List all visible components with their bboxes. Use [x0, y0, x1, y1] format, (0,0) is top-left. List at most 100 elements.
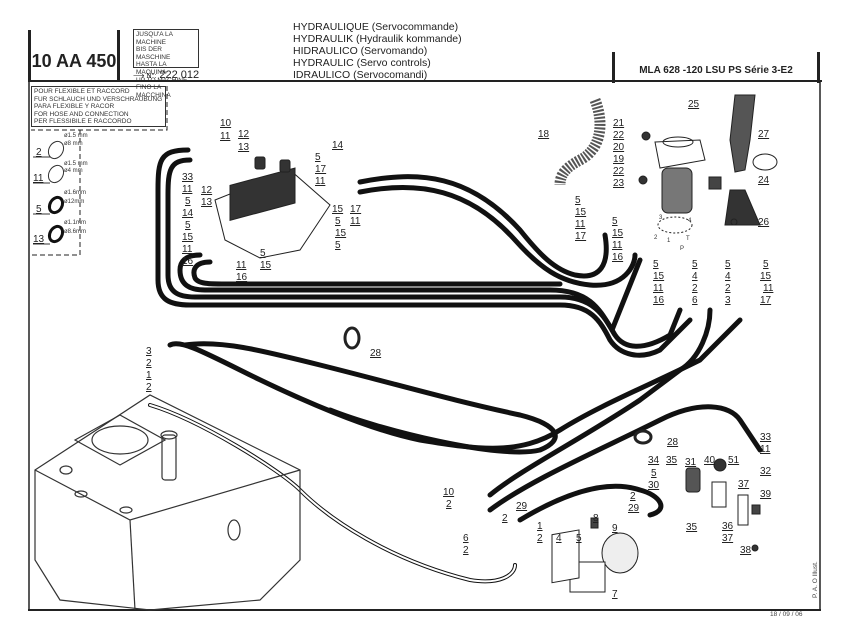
port-label: 4 [688, 218, 692, 224]
seal-ref: 13 [33, 234, 45, 245]
part-callout: 4 [556, 533, 562, 544]
part-callout: 4 [692, 271, 698, 282]
part-callout: 28 [667, 437, 679, 448]
part-callout: 26 [758, 217, 770, 228]
hydraulic-hose [357, 174, 609, 279]
seal-2: 2 ø1.5 mm ø8 mm [33, 133, 88, 160]
part-callout: 11 [612, 240, 623, 251]
part-callout: 11 [182, 244, 193, 255]
part-callout: 36 [722, 521, 734, 532]
part-callout: 23 [613, 178, 625, 189]
part-callout: 5 [651, 468, 657, 479]
part-callout: 40 [704, 455, 716, 466]
part-callout: 2 [146, 382, 152, 393]
hydraulic-hose [148, 403, 517, 584]
part-callout: 37 [722, 533, 734, 544]
part-callout: 15 [335, 228, 347, 239]
part-callout: 18 [538, 129, 550, 140]
part-callout: 1 [146, 370, 152, 381]
port-label: T [686, 236, 690, 242]
part-callout: 2 [692, 283, 698, 294]
reference-text: 10 AA 450 [31, 50, 117, 71]
part-callout: 15 [760, 271, 772, 282]
port-label: 1 [667, 238, 671, 244]
part-callout: 5 [725, 259, 731, 270]
seal-diameter: ø4 mm [64, 168, 83, 174]
part-callout: 12 [238, 129, 250, 140]
part-callout: 5 [260, 248, 266, 259]
part-callout: 11 [653, 283, 664, 294]
title-es: HIDRAULICO (Servomando) [293, 45, 428, 58]
hydraulic-hose [155, 147, 693, 358]
bracket-parts [685, 458, 761, 552]
title-fr: HYDRAULIQUE (Servocommande) [293, 21, 459, 33]
hydraulic-tank [34, 394, 301, 611]
part-callout: 15 [182, 232, 194, 243]
illustration-credit: P. A. O Illust. [812, 561, 819, 598]
machine-limit-es: HASTA LA MAQUINA [136, 61, 167, 76]
part-callout: 28 [370, 348, 382, 359]
part-callout: 5 [185, 220, 191, 231]
protective-sleeve [554, 97, 606, 186]
part-callout: 25 [688, 99, 700, 110]
part-callout: 11 [350, 216, 361, 227]
seal-13: 13 ø1.1mm ø8.6mm [33, 220, 86, 245]
part-callout: 21 [613, 118, 625, 129]
part-callout: 14 [332, 140, 344, 151]
port-label: P [680, 246, 684, 252]
part-callout: 33 [182, 172, 194, 183]
seal-5: 5 ø1.6mm ø12mm [33, 190, 86, 215]
part-callout: 6 [463, 533, 469, 544]
part-callout: 19 [613, 154, 625, 165]
part-callout: 5 [185, 196, 191, 207]
part-callout: 30 [648, 480, 660, 491]
hose-clamps [343, 326, 653, 445]
title-en: HYDRAULIC (Servo controls) [293, 57, 431, 70]
port-label: 2 [654, 235, 658, 241]
seal-diameter: ø8 mm [64, 141, 83, 147]
part-callout: 2 [463, 545, 469, 556]
part-callout: 15 [332, 204, 344, 215]
part-callout: 51 [728, 455, 740, 466]
part-callout: 11 [236, 260, 247, 271]
part-callout: 29 [628, 503, 640, 514]
part-callout: 11 [763, 283, 774, 294]
part-callout: 39 [760, 489, 772, 500]
part-callout: 5 [335, 240, 341, 251]
part-callout: 2 [537, 533, 543, 544]
seal-diameter: ø8.6mm [64, 229, 86, 235]
part-callout: 11 [760, 444, 771, 455]
control-valve-block [214, 156, 331, 259]
part-callout: 16 [182, 256, 194, 267]
part-callout: 3 [146, 346, 152, 357]
part-callout: 16 [612, 252, 624, 263]
hydraulic-hose [165, 157, 683, 349]
hose-legend-de: FUR SCHLAUCH UND VERSCHRAUBUNG [34, 95, 163, 103]
part-callout: 35 [686, 522, 698, 533]
part-callout: 5 [335, 216, 341, 227]
hose-legend-it: PER FLESSIBILE E RACCORDO [34, 118, 132, 126]
seal-thickness: ø1.6mm [64, 190, 86, 196]
part-callout: 14 [182, 208, 194, 219]
accumulator [551, 517, 639, 593]
title-de: HYDRAULIK (Hydraulik kommande) [293, 33, 462, 46]
port-labels: 3 4 2 1 T P [654, 215, 692, 252]
part-callout: 16 [236, 272, 248, 283]
reference-code: 10 AA 450 [28, 30, 120, 80]
part-callout: 35 [666, 455, 678, 466]
part-callout: 11 [182, 184, 193, 195]
part-callout: 29 [516, 501, 528, 512]
seal-diameter: ø12mm [64, 199, 84, 205]
part-callout: 5 [653, 259, 659, 270]
part-callout: 10 [443, 487, 455, 498]
hose-legend-fr: POUR FLEXIBLE ET RACCORD [34, 88, 130, 95]
part-callout: 5 [612, 216, 618, 227]
part-callout: 15 [653, 271, 665, 282]
hose-legend-box: POUR FLEXIBLE ET RACCORD FUR SCHLAUCH UN… [31, 86, 166, 127]
part-callout: 2 [446, 499, 452, 510]
part-callout: 22 [613, 166, 625, 177]
machine-limit-de: BIS DER MASCHINE [136, 46, 171, 61]
hoses [148, 147, 763, 584]
joystick-assembly [638, 94, 778, 234]
